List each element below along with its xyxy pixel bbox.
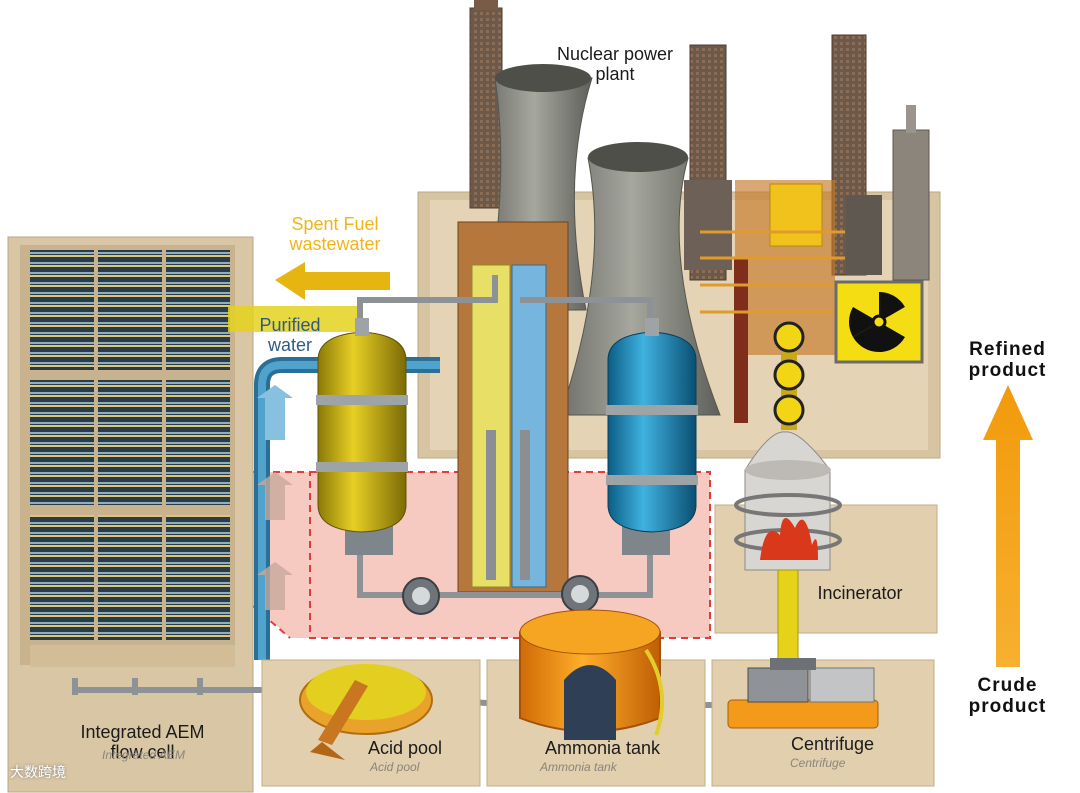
purified-line-2: water [267, 335, 312, 356]
pump-icon [561, 575, 599, 613]
purified-water-label: Purified water [240, 315, 340, 355]
centrifuge-label: Centrifuge [790, 734, 875, 754]
spent-fuel-label: Spent Fuel wastewater [273, 214, 397, 254]
nuclear-label-line-2: plant [595, 64, 635, 85]
aem-flow-cell-unit [7, 236, 254, 793]
crude-line-1: Crude [977, 675, 1038, 696]
refined-line-2: product [968, 360, 1047, 382]
spent-fuel-line-1: Spent Fuel [291, 214, 379, 234]
aem-label-line-2: flow cell [110, 742, 175, 763]
aem-label-line-1: Integrated AEM [80, 722, 205, 742]
water-flow-arrows [257, 385, 293, 610]
base-electrolyte-tank [606, 318, 698, 555]
radioactive-material-column [773, 321, 805, 430]
purified-water-pipe [254, 357, 440, 660]
acid-pool-label: Acid pool [367, 738, 443, 758]
crude-line-2: product [968, 696, 1047, 718]
watermark: 大数跨境 [10, 765, 66, 781]
refined-product-arrow [983, 385, 1033, 667]
ammonia-tank-label: Ammonia tank [544, 738, 661, 758]
centrifuge-floor-label: Centrifuge [790, 756, 846, 770]
electrodialysis-reactor [457, 221, 569, 593]
nuclear-label-line-1: Nuclear power [556, 44, 674, 64]
centrifuge-machine [727, 658, 879, 729]
aem-floor-label: Integrated AEM [102, 748, 185, 762]
refined-line-1: Refined [969, 339, 1046, 360]
refined-product-label: Refined product [945, 339, 1070, 382]
ammonia-tank-floor-label: Ammonia tank [540, 760, 617, 774]
spent-fuel-line-2: wastewater [289, 234, 381, 255]
aem-flow-cell-label: Integrated AEM flow cell [55, 722, 230, 762]
incinerator-unit [714, 431, 938, 666]
refinery-structures [469, 0, 930, 423]
aem-cell-stack [30, 250, 230, 640]
radiation-warning-icon [834, 280, 924, 364]
spent-fuel-arrow [275, 262, 390, 300]
ammonia-tank [519, 609, 665, 740]
incinerator-label: Incinerator [817, 583, 903, 603]
refinery-pipe-rack [700, 230, 845, 314]
nuclear-power-plant-label: Nuclear power plant [540, 44, 690, 84]
acid-pool [299, 664, 433, 760]
pump-icon [402, 577, 440, 615]
purified-water-channel [228, 306, 358, 332]
purified-line-1: Purified [259, 315, 321, 335]
acid-pool-floor-label: Acid pool [370, 760, 420, 774]
acid-electrolyte-tank [316, 318, 408, 555]
crude-product-label: Crude product [945, 675, 1070, 718]
